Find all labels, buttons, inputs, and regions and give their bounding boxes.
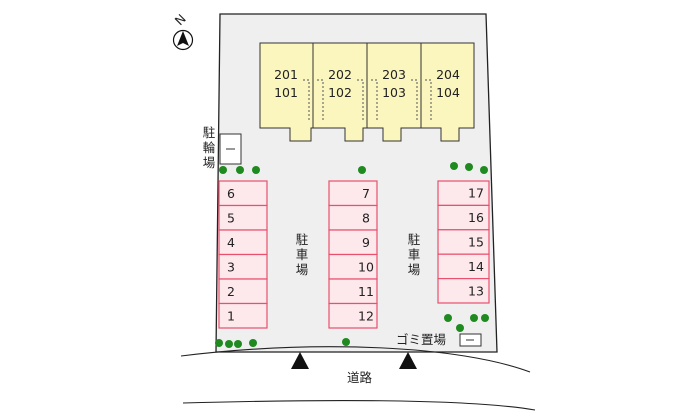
tree-icon [450,162,458,170]
tree-icon [358,166,366,174]
tree-icon [481,314,489,322]
parking-space-15 [437,229,490,255]
tree-icon [236,166,244,174]
parking-space-number: 4 [227,235,235,250]
parking-space-number: 2 [227,284,235,299]
parking-space-number: 16 [468,210,484,225]
road-label: 道路 [347,370,373,385]
parking-space-number: 6 [227,186,235,201]
parking-space-number: 13 [468,283,484,298]
north-compass-icon: N [172,11,194,51]
entrance-arrow-right [399,352,417,369]
bicycle-parking-label-char: 輪 [203,140,216,155]
unit-label-upper: 204 [436,67,460,82]
parking-space-number: 5 [227,210,235,225]
bicycle-parking-label-char: 場 [203,155,216,170]
tree-icon [465,163,473,171]
entrance-arrow-left [291,352,309,369]
road-edge-top [180,346,531,373]
tree-icon [456,324,464,332]
tree-icon [215,339,223,347]
parking-space-number: 12 [358,308,374,323]
bicycle-parking-label-char: 駐 [203,125,216,140]
parking-space-number: 15 [468,235,484,250]
parking-space-3 [218,253,268,280]
road-edge-bottom [182,400,536,411]
tree-icon [252,166,260,174]
parking-space-number: 7 [362,186,370,201]
unit-label-lower: 101 [274,85,298,100]
parking-space-17 [437,180,490,206]
tree-icon [249,339,257,347]
parking-space-14 [437,253,490,280]
unit-label-upper: 202 [328,67,352,82]
parking-space-number: 1 [227,308,235,323]
parking-space-7 [328,180,378,207]
parking-space-number: 10 [358,259,374,274]
parking-space-10 [328,253,378,280]
north-label: N [172,11,189,28]
parking-space-5 [218,204,268,231]
parking-space-number: 8 [362,210,370,225]
parking-area-label-west: 駐車場 [296,232,309,277]
parking-space-12 [328,302,378,329]
tree-icon [444,314,452,322]
parking-space-number: 3 [227,259,235,274]
tree-icon [342,338,350,346]
unit-label-upper: 201 [274,67,298,82]
parking-area-label-west-char: 車 [296,247,309,262]
unit-label-upper: 203 [382,67,406,82]
parking-space-8 [328,204,378,231]
tree-icon [219,166,227,174]
tree-icon [470,314,478,322]
parking-area-label-east-char: 場 [408,262,421,277]
parking-area-label-west-char: 場 [296,262,309,277]
parking-area-label-east-char: 車 [408,247,421,262]
tree-icon [225,340,233,348]
parking-space-number: 11 [358,284,374,299]
unit-label-lower: 103 [382,85,406,100]
parking-space-1 [218,302,268,329]
parking-area-label-east-char: 駐 [408,232,421,247]
parking-space-number: 9 [362,235,370,250]
parking-space-number: 17 [468,186,484,201]
unit-label-lower: 102 [328,85,352,100]
parking-space-number: 14 [468,259,484,274]
bicycle-parking-label: 駐輪場 [203,125,216,170]
garbage-label: ゴミ置場 [396,332,446,347]
parking-space-16 [437,204,490,231]
tree-icon [234,340,242,348]
parking-area-label-west-char: 駐 [296,232,309,247]
unit-label-lower: 104 [436,85,460,100]
parking-area-label-east: 駐車場 [408,232,421,277]
parking-space-13 [437,278,490,304]
tree-icon [480,166,488,174]
